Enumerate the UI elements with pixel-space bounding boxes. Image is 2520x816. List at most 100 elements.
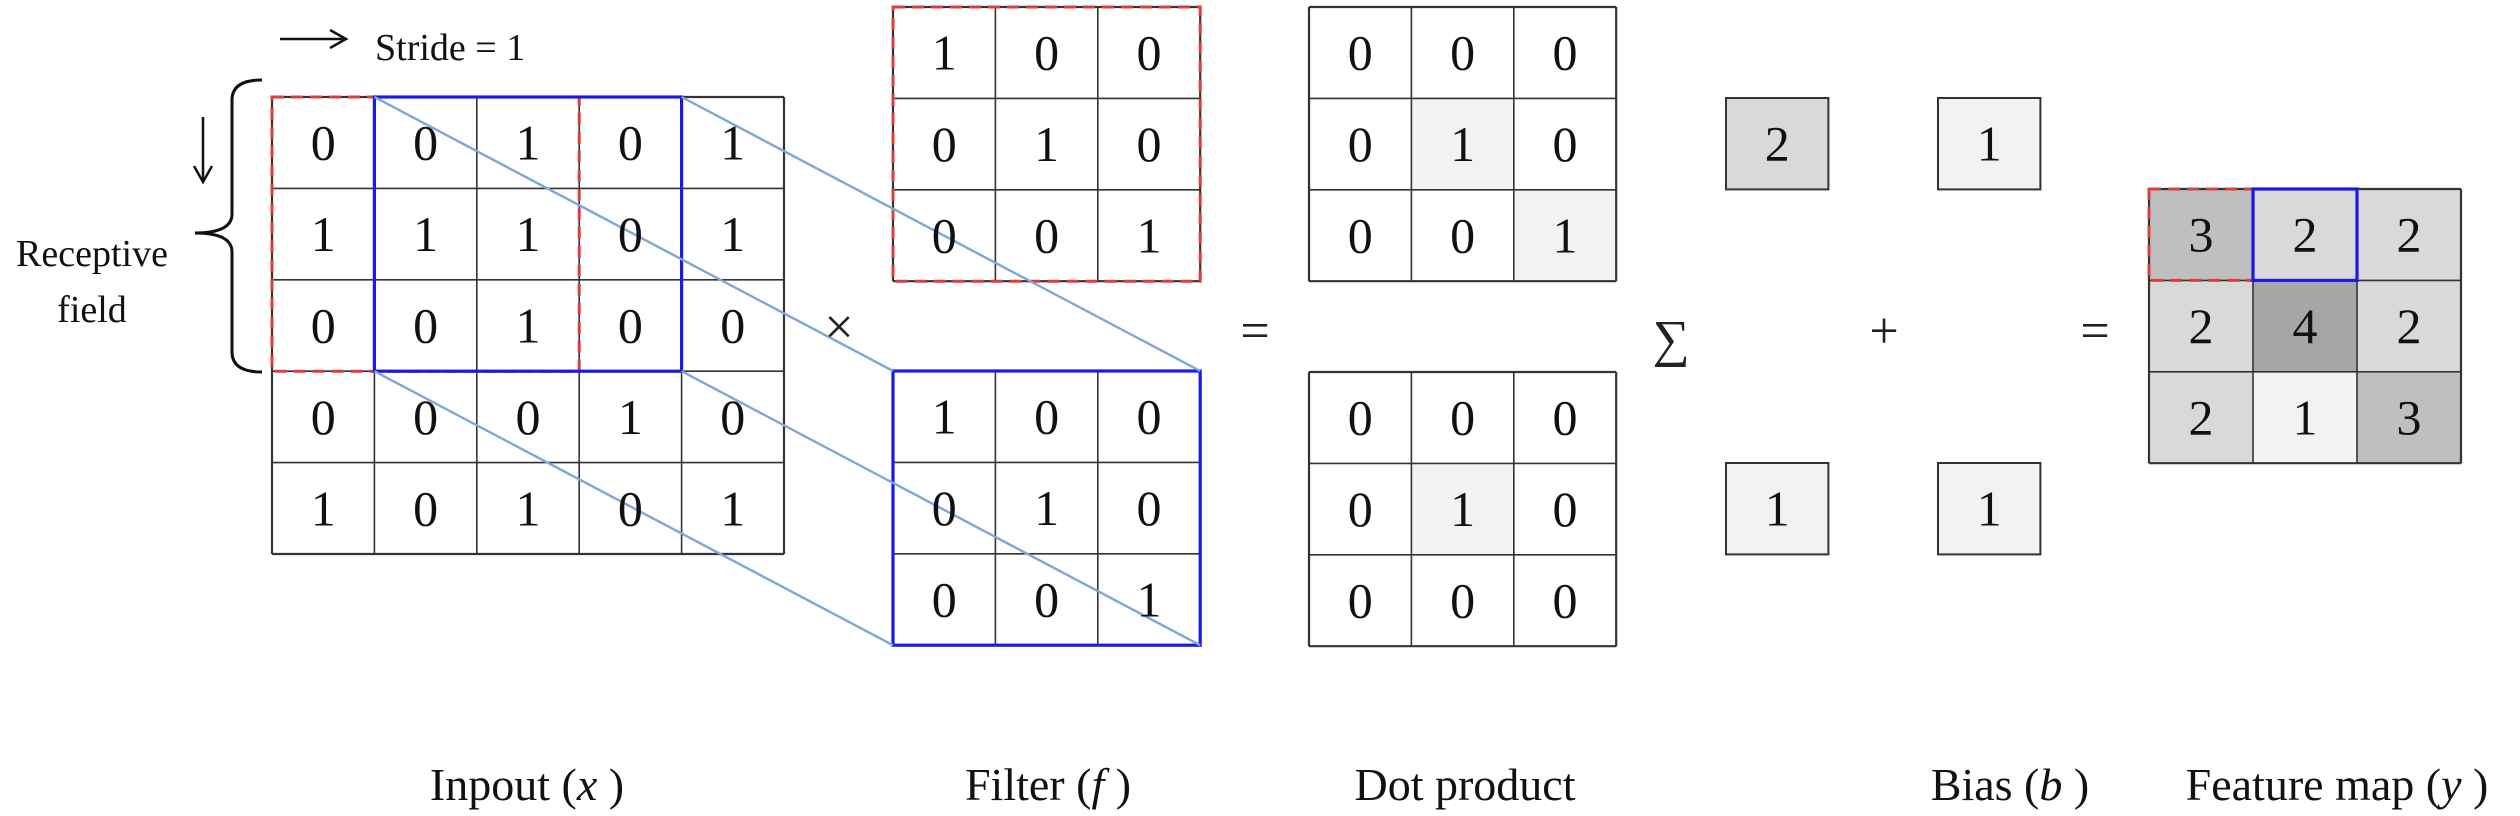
feature-map-cell: 2: [2293, 207, 2318, 263]
feature-map-cell: 3: [2189, 207, 2214, 263]
feature-map-cell: 2: [2397, 298, 2422, 354]
input-cell: 1: [413, 206, 438, 262]
input-cell: 0: [413, 480, 438, 536]
cell-values: 0 0 1 0 1 1 1 1 0 1 0 0 1 0 0 0 0 0 1 0 1 0 1 0 1 1 0 0 0 1 0 0 0 1 1 0 0 0 1 0…: [311, 25, 2422, 629]
filter-bottom-cell: 1: [1137, 572, 1162, 628]
dot-product-bottom-cell: 0: [1348, 573, 1373, 629]
input-cell: 0: [516, 389, 541, 445]
bias-bottom-value: 1: [1977, 481, 2002, 537]
dot-product-top-cell: 0: [1553, 25, 1578, 81]
dot-product-bottom-cell: 0: [1450, 573, 1475, 629]
filter-top-cell: 0: [1137, 116, 1162, 172]
dot-product-label: Dot product: [1354, 759, 1575, 810]
dot-product-bottom-cell-fill: [1411, 463, 1514, 555]
filter-label: Filter (f ): [965, 759, 1131, 810]
input-cell: 0: [413, 298, 438, 354]
dot-product-bottom-cell: 0: [1553, 481, 1578, 537]
input-receptive-field-blue: [372, 95, 684, 373]
feature-map-cell: 4: [2293, 298, 2318, 354]
cell-fills: [1411, 97, 2461, 556]
dot-product-bottom-cell: 0: [1553, 573, 1578, 629]
feature-map-cell: 2: [2397, 207, 2422, 263]
input-cell: 1: [311, 206, 336, 262]
bias-bottom-box: [1937, 462, 2042, 556]
sum-top-value: 2: [1765, 116, 1790, 172]
projection-line: [373, 370, 894, 647]
feature-map-cell-fill: [2149, 280, 2253, 372]
feature-map-cell-blue: [2251, 187, 2359, 283]
multiply-operator: ×: [824, 299, 853, 356]
down-arrow-icon: [192, 117, 214, 185]
sum-bottom-box: [1725, 462, 1830, 556]
input-cell: 0: [413, 115, 438, 171]
feature-map-cell-fill: [2253, 371, 2357, 464]
feature-map-cell-fill: [2357, 189, 2461, 281]
filter-top-cell: 0: [1034, 208, 1059, 264]
input-cell: 0: [311, 298, 336, 354]
feature-map-cell-fill: [2253, 280, 2357, 372]
filter-top-cell: 1: [932, 25, 957, 81]
receptive-field-label-line2: field: [57, 289, 127, 331]
dot-product-top-cell: 0: [1450, 208, 1475, 264]
filter-top-cell: 0: [932, 116, 957, 172]
feature-map-cell-fill: [2357, 280, 2461, 372]
filter-bottom-cell: 0: [932, 572, 957, 628]
input-cell: 1: [516, 115, 541, 171]
dot-product-bottom-cell: 0: [1348, 481, 1373, 537]
filter-top-cell: 0: [1137, 25, 1162, 81]
input-cell: 1: [720, 206, 745, 262]
receptive-field-label-line1: Receptive: [16, 233, 168, 275]
filter-top-cell: 1: [1034, 116, 1059, 172]
projection-lines: [373, 95, 1201, 647]
stride-label: Stride = 1: [375, 27, 525, 69]
input-cell: 1: [516, 480, 541, 536]
filter-bottom-cell: 1: [1034, 480, 1059, 536]
feature-map-label: Feature map (y ): [2186, 759, 2489, 810]
input-cell: 1: [720, 480, 745, 536]
input-cell: 0: [618, 298, 643, 354]
input-label: Inpout (x ): [430, 759, 624, 810]
input-cell: 0: [311, 389, 336, 445]
feature-map-cell-fill: [2149, 189, 2253, 281]
filter-bottom-cell: 0: [932, 480, 957, 536]
filter-bottom-cell: 0: [1034, 572, 1059, 628]
input-cell: 1: [720, 115, 745, 171]
input-cell: 1: [516, 206, 541, 262]
dot-product-top-cell: 0: [1348, 25, 1373, 81]
stride-arrow-icon: [280, 28, 349, 50]
input-cell: 0: [413, 389, 438, 445]
receptive-highlights: [270, 5, 2359, 647]
dot-product-top-cell: 0: [1348, 116, 1373, 172]
bias-top-box: [1937, 97, 2042, 191]
projection-line: [373, 95, 894, 373]
input-cell: 0: [618, 115, 643, 171]
equals-operator-1: =: [1240, 303, 1269, 360]
bias-top-value: 1: [1977, 116, 2002, 172]
bias-label: Bias (b ): [1931, 759, 2089, 810]
projection-line: [681, 370, 1201, 647]
dot-product-top-cell: 0: [1450, 25, 1475, 81]
grids: [270, 5, 2463, 648]
curly-brace-icon: [194, 78, 263, 374]
feature-map-cell: 1: [2293, 390, 2318, 446]
projection-line: [681, 95, 1201, 373]
input-cell: 0: [618, 480, 643, 536]
equals-operator-2: =: [2080, 303, 2109, 360]
dot-product-top-cell: 0: [1553, 116, 1578, 172]
filter-bottom-outline-blue: [891, 369, 1202, 647]
sum-operator: ∑: [1652, 311, 1689, 368]
dot-product-top-cell-fill: [1513, 189, 1617, 282]
filter-bottom-cell: 0: [1137, 480, 1162, 536]
feature-map-cell-red: [2147, 187, 2255, 282]
input-cell: 1: [618, 389, 643, 445]
input-cell: 0: [720, 298, 745, 354]
dot-product-bottom-cell: 0: [1553, 390, 1578, 446]
feature-map-cell: 3: [2397, 390, 2422, 446]
filter-bottom-cell: 1: [932, 389, 957, 445]
dot-product-bottom-cell: 0: [1348, 390, 1373, 446]
dot-product-top-cell: 1: [1553, 208, 1578, 264]
dot-product-top-cell: 0: [1348, 208, 1373, 264]
sum-bottom-value: 1: [1765, 481, 1790, 537]
filter-top-cell: 0: [1034, 25, 1059, 81]
